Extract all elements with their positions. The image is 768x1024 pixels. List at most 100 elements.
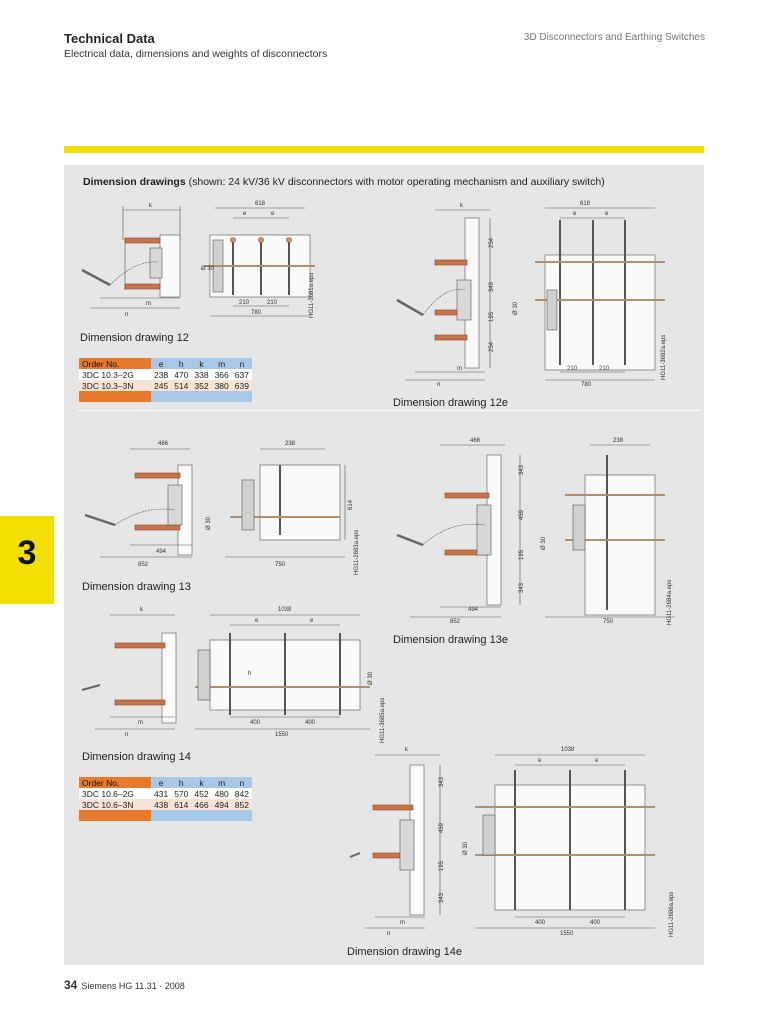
d13e-dim-494: 494 — [468, 607, 479, 613]
d13e-dim-195: 195 — [519, 549, 525, 560]
table-cell: 452 — [191, 788, 212, 799]
accent-bar — [64, 146, 704, 153]
table-cell: 366 — [211, 369, 232, 380]
panel-title: Dimension drawings (shown: 24 kV/36 kV d… — [83, 176, 605, 188]
table-cell: 514 — [171, 380, 192, 391]
table-cell — [231, 391, 252, 402]
d13e-dim-459: 459 — [519, 509, 525, 520]
d13-dim-750: 750 — [275, 562, 286, 568]
d12e-ref: HG11-3682a.eps — [661, 335, 667, 380]
d12e-dim-210b: 210 — [599, 366, 610, 372]
d14e-dim-343b: 343 — [439, 892, 445, 903]
table-cell — [79, 391, 151, 402]
table-row — [79, 810, 252, 821]
footer-text: Siemens HG 11.31 · 2008 — [81, 981, 185, 991]
d14-dim-400a: 400 — [250, 720, 261, 726]
d12e-dim-195: 195 — [489, 311, 495, 322]
table-cell: 480 — [211, 788, 232, 799]
table-header-cell: Order No. — [79, 777, 151, 788]
table-cell — [171, 391, 192, 402]
d14-dim-h: h — [248, 671, 251, 677]
d12-dim-n: n — [125, 312, 128, 318]
drawing-13: 466 238 614 Ø 30 494 852 750 HG11-2683a.… — [84, 441, 360, 575]
d12e-dim-n: n — [437, 382, 440, 388]
d13e-dim-466: 466 — [470, 438, 481, 444]
caption-drawing-13e: Dimension drawing 13e — [393, 634, 508, 646]
table-header-cell: m — [211, 358, 232, 369]
table-cell — [191, 810, 212, 821]
table-header-cell: h — [171, 777, 192, 788]
drawing-13e: 466 238 343 459 195 343 Ø 30 494 852 750… — [396, 438, 675, 625]
table-cell — [231, 810, 252, 821]
d14-ref: HG11-3685a.eps — [380, 698, 386, 743]
table-header-cell: Order No. — [79, 358, 151, 369]
d12-dim-e1: e — [243, 211, 247, 217]
d13-dim-852: 852 — [138, 562, 149, 568]
table-cell: 338 — [191, 369, 212, 380]
d12-dim-210a: 210 — [239, 300, 250, 306]
table-row — [79, 391, 252, 402]
d14e-dim-459: 459 — [439, 822, 445, 833]
table-cell — [191, 391, 212, 402]
d14e-dim-343a: 343 — [439, 776, 445, 787]
drawing-12-front-view: 618 e e Ø 30 210 210 780 HG11-3681a.eps — [201, 201, 315, 318]
d12e-dim-d30: Ø 30 — [513, 301, 519, 315]
table-row: 3DC 10.6–2G 431 570 452 480 842 — [79, 788, 252, 799]
table-cell: 438 — [151, 799, 172, 810]
table-header-cell: e — [151, 777, 172, 788]
d14-dim-400b: 400 — [305, 720, 316, 726]
table-row: 3DC 10.3–3N 245 514 352 380 639 — [79, 380, 252, 391]
table-cell: 494 — [211, 799, 232, 810]
table-cell: 238 — [151, 369, 172, 380]
table-cell: 637 — [231, 369, 252, 380]
d13-dim-d30: Ø 30 — [206, 516, 212, 530]
d13e-dim-d30: Ø 30 — [541, 536, 547, 550]
caption-drawing-13: Dimension drawing 13 — [82, 581, 191, 593]
panel-title-rest: (shown: 24 kV/36 kV disconnectors with m… — [185, 176, 605, 188]
d12e-dim-k: k — [460, 203, 464, 209]
table-3dc103: Order No. e h k m n 3DC 10.3–2G 238 470 … — [79, 358, 252, 402]
section-separator — [78, 410, 700, 411]
d13-dim-466: 466 — [158, 441, 169, 447]
table-header-row: Order No. e h k m n — [79, 777, 252, 788]
d14-dim-1550: 1550 — [275, 732, 289, 738]
table-3dc106: Order No. e h k m n 3DC 10.6–2G 431 570 … — [79, 777, 252, 821]
table-row: 3DC 10.3–2G 238 470 338 366 637 — [79, 369, 252, 380]
table-cell: 466 — [191, 799, 212, 810]
d14e-dim-n: n — [387, 931, 390, 937]
drawing-12-side-view: k m n — [81, 203, 181, 318]
caption-drawing-12e: Dimension drawing 12e — [393, 397, 508, 409]
d12-dim-780: 780 — [251, 310, 262, 316]
d14-dim-e1: e — [255, 618, 259, 624]
table-row: 3DC 10.6–3N 438 614 466 494 852 — [79, 799, 252, 810]
d12-dim-k: k — [149, 203, 153, 209]
d13-dim-238: 238 — [285, 441, 296, 447]
d13e-ref: HG11-2684a.eps — [667, 580, 673, 625]
chapter-tab: 3 — [0, 516, 54, 604]
table-header-cell: e — [151, 358, 172, 369]
d14-dim-m: m — [138, 720, 143, 726]
d13e-dim-750: 750 — [603, 619, 614, 625]
d12-dim-m: m — [146, 301, 151, 307]
table-cell — [211, 391, 232, 402]
d14e-dim-195: 195 — [439, 860, 445, 871]
table-cell: 470 — [171, 369, 192, 380]
d14-dim-n: n — [125, 732, 128, 738]
table-header-row: Order No. e h k m n — [79, 358, 252, 369]
table-cell — [211, 810, 232, 821]
table-header-cell: k — [191, 358, 212, 369]
drawing-12e-front-view: 618 e e Ø 30 210 210 780 HG11-3682a.eps — [513, 201, 667, 388]
d12e-dim-780: 780 — [581, 382, 592, 388]
d12-dim-e2: e — [271, 211, 275, 217]
caption-drawing-12: Dimension drawing 12 — [80, 332, 189, 344]
d13e-dim-852: 852 — [450, 619, 461, 625]
page-number: 34 — [64, 978, 78, 992]
caption-drawing-14: Dimension drawing 14 — [82, 751, 191, 763]
table-cell: 380 — [211, 380, 232, 391]
d12e-dim-m: m — [457, 366, 462, 372]
table-header-cell: n — [231, 358, 252, 369]
d14e-dim-d30: Ø 30 — [463, 841, 469, 855]
table-cell: 431 — [151, 788, 172, 799]
d14e-dim-1550: 1550 — [560, 931, 574, 937]
